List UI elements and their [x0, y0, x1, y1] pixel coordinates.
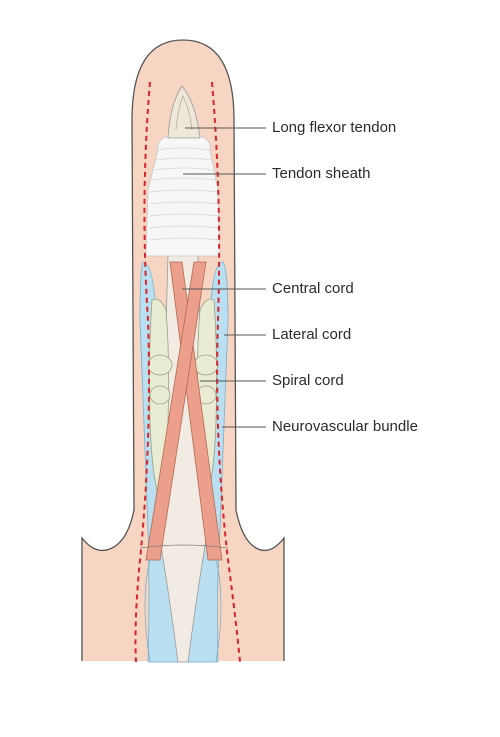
label-spiral-cord: Spiral cord: [272, 372, 344, 389]
label-tendon-sheath: Tendon sheath: [272, 165, 371, 182]
flexor-tendon-tip: [167, 85, 201, 139]
label-neurovascular-bundle: Neurovascular bundle: [272, 418, 418, 435]
palmar-curve-right: [215, 559, 222, 663]
label-long-flexor-tendon: Long flexor tendon: [272, 119, 397, 136]
label-central-cord: Central cord: [272, 280, 354, 297]
tendon-sheath-folds: [149, 147, 221, 241]
callout-leaders: [182, 127, 266, 428]
tendon-sheath: [145, 135, 221, 257]
spiral-cord-b: [145, 261, 207, 561]
neurovascular-bundle-left: [134, 81, 151, 663]
palmar-curve-left: [144, 559, 151, 663]
label-lateral-cord: Lateral cord: [272, 326, 352, 343]
palmar-band: [139, 544, 229, 549]
